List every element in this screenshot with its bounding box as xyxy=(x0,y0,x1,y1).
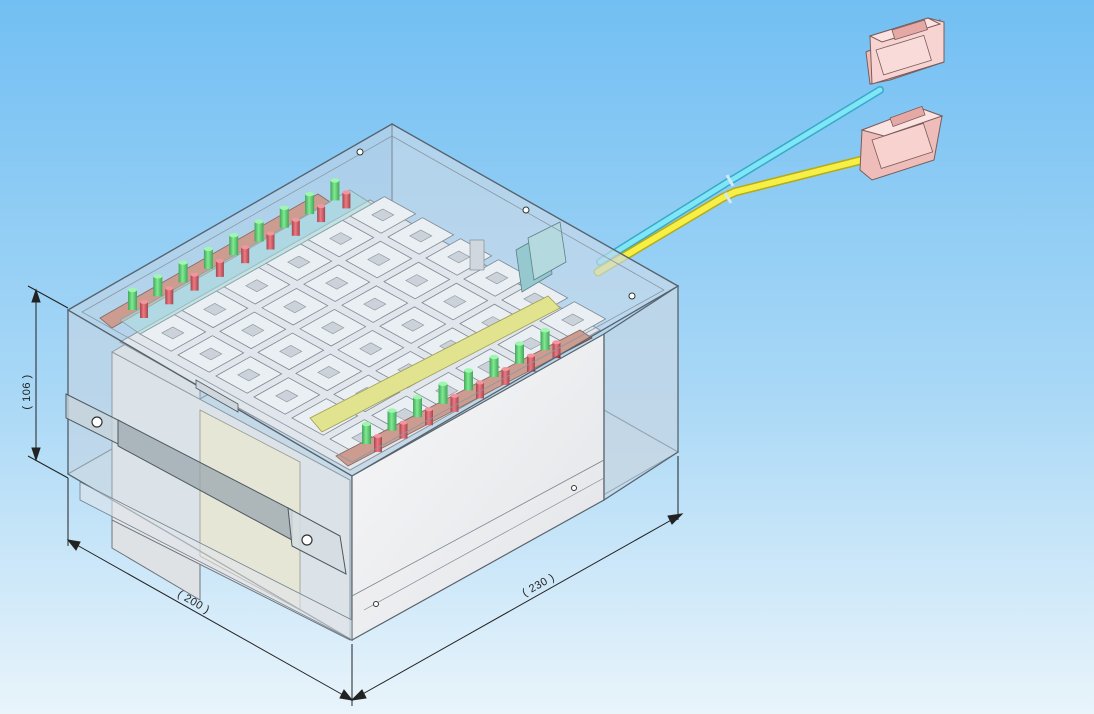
terminal-post-pair xyxy=(203,246,224,277)
terminal-post-pair xyxy=(128,287,148,318)
cell-vent xyxy=(561,313,585,327)
cell-vent xyxy=(279,344,303,358)
cell-vent xyxy=(359,342,383,356)
cell-vent xyxy=(329,232,353,245)
cell-vent xyxy=(321,321,345,335)
terminal-post-pair xyxy=(464,368,484,399)
terminal-post-pair xyxy=(229,233,250,264)
terminal-post-pair xyxy=(540,328,561,359)
cell-vent xyxy=(485,271,509,285)
terminal-rows xyxy=(99,178,593,467)
cell-vent xyxy=(287,255,311,269)
cell-vent xyxy=(325,276,349,290)
cell-vent xyxy=(283,300,307,314)
terminal-row-back xyxy=(128,178,351,318)
cell-vent xyxy=(367,253,391,266)
cell-vent xyxy=(237,368,261,382)
height-dimension-label: ( 106 ) xyxy=(21,374,33,409)
dimension-annotations xyxy=(27,285,684,706)
connector-plug-top xyxy=(865,17,945,85)
housing-front xyxy=(66,123,680,642)
relay-bracket xyxy=(469,221,567,293)
cell-vent xyxy=(275,389,299,403)
terminal-post-pair xyxy=(153,274,174,305)
cell-vent xyxy=(317,365,341,379)
busbar-front xyxy=(309,295,561,433)
cell-vent xyxy=(203,302,227,316)
cell-vent xyxy=(405,274,429,287)
cell-vent xyxy=(199,347,223,361)
terminal-post-pair xyxy=(387,408,408,439)
mounting-bracket xyxy=(65,379,347,575)
terminal-post-pair xyxy=(254,219,275,250)
cell-vent xyxy=(241,323,265,337)
connector-plug-bottom xyxy=(859,105,944,181)
cable-assembly xyxy=(593,86,884,277)
terminal-post-pair xyxy=(330,178,351,209)
cell-vent xyxy=(363,297,387,311)
terminal-post-pair xyxy=(362,421,382,452)
cell-vent xyxy=(401,318,425,332)
cell-vent xyxy=(245,279,269,293)
terminal-post-pair xyxy=(305,191,326,223)
cell-vent xyxy=(161,326,185,340)
terminal-post-pair xyxy=(178,260,199,291)
cell-vent xyxy=(409,229,433,243)
terminal-post-pair xyxy=(279,205,300,236)
terminal-post-pair xyxy=(413,395,433,426)
cell-vent xyxy=(443,295,467,308)
terminal-post-pair xyxy=(438,381,459,412)
cell-vent xyxy=(371,208,395,222)
